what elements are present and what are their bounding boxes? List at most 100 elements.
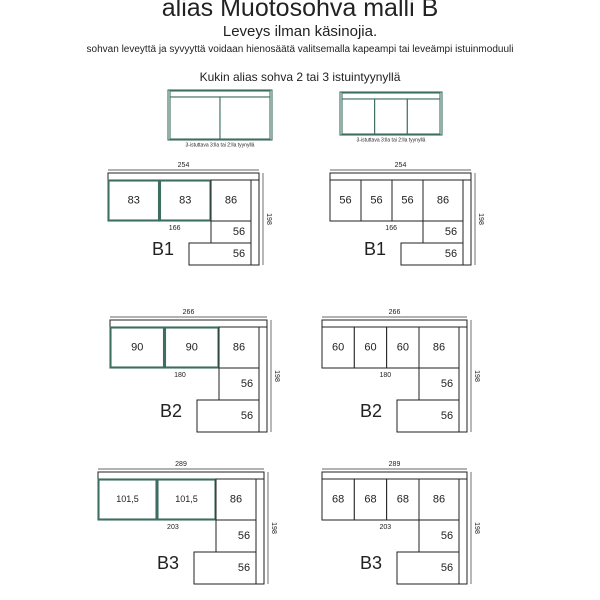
- total-width-label: 254: [178, 162, 190, 169]
- model-label: B1: [364, 239, 386, 259]
- footrest-width-label: 56: [233, 248, 245, 260]
- section-heading: Kukin alias sohva 2 tai 3 istuintyynyllä: [199, 70, 401, 84]
- seat-width-label: 101,5: [116, 494, 139, 504]
- depth-label: 198: [473, 370, 480, 382]
- depth-label: 198: [270, 522, 277, 534]
- corner-module: [218, 326, 260, 369]
- footrest-module: [396, 551, 460, 585]
- seat-module: [386, 478, 420, 521]
- footrest-module: [400, 242, 464, 266]
- seat-width-label: 56: [339, 194, 351, 206]
- chaise-module: [215, 519, 257, 553]
- chaise-width-label: 56: [233, 226, 245, 238]
- page-subtitle: Leveys ilman käsinojia.: [222, 23, 378, 40]
- model-label: B3: [360, 553, 382, 573]
- corner-width-label: 86: [433, 493, 445, 505]
- corner-module: [215, 478, 257, 521]
- seat-width-label: 83: [179, 194, 191, 206]
- backrest: [109, 319, 268, 328]
- seat-cushion: [108, 180, 160, 221]
- corner-width-label: 86: [225, 194, 237, 206]
- total-width-label: 266: [183, 309, 195, 316]
- seat-module: [391, 179, 424, 222]
- backrest: [107, 172, 260, 181]
- footrest-module: [196, 399, 260, 433]
- seat-width-label: 90: [186, 341, 198, 353]
- seat-cushion: [406, 98, 441, 135]
- inner-width-label: 180: [380, 372, 392, 379]
- chaise-width-label: 56: [241, 378, 253, 390]
- corner-width-label: 86: [433, 341, 445, 353]
- chaise-width-label: 56: [445, 226, 457, 238]
- seat-cushion: [164, 327, 219, 368]
- chaise-width-label: 56: [441, 378, 453, 390]
- seat-module: [353, 326, 388, 369]
- seat-width-label: 68: [332, 493, 344, 505]
- sofa-backrest: [341, 92, 441, 100]
- seat-module: [329, 179, 362, 222]
- cushion-option-caption: 3-istuttava 3:lla tai 2:lla tyynyllä: [357, 137, 426, 143]
- cushion-option-caption: 3-istuttava 3:lla tai 2:lla tyynyllä: [186, 142, 255, 148]
- sofa-backrest: [169, 90, 271, 98]
- seat-cushion: [219, 96, 271, 140]
- side-backrest: [255, 478, 265, 585]
- corner-width-label: 86: [233, 341, 245, 353]
- chaise-width-label: 56: [238, 530, 250, 542]
- model-label: B2: [360, 401, 382, 421]
- corner-module: [422, 179, 464, 222]
- seat-width-label: 83: [128, 194, 140, 206]
- chaise-width-label: 56: [441, 530, 453, 542]
- seat-cushion: [157, 479, 216, 520]
- chaise-module: [418, 367, 460, 401]
- seat-cushion: [374, 98, 408, 135]
- cushion-option: 3-istuttava 3:lla tai 2:lla tyynyllä: [167, 89, 273, 148]
- page-title: alias Muotosohva malli B: [161, 0, 439, 22]
- seat-width-label: 60: [397, 341, 409, 353]
- seat-module: [321, 478, 355, 521]
- chaise-module: [218, 367, 260, 401]
- total-width-label: 289: [389, 461, 401, 468]
- footrest-module: [188, 242, 252, 266]
- backrest: [329, 172, 472, 181]
- seat-module: [360, 179, 393, 222]
- side-backrest: [258, 326, 268, 433]
- cushion-options: 3-istuttava 3:lla tai 2:lla tyynyllä 3-is…: [167, 89, 443, 148]
- total-width-label: 254: [395, 162, 407, 169]
- model-label: B1: [152, 239, 174, 259]
- seat-cushion: [169, 96, 221, 140]
- total-width-label: 289: [175, 461, 187, 468]
- total-width-label: 266: [389, 309, 401, 316]
- footrest-module: [396, 399, 460, 433]
- corner-width-label: 86: [230, 493, 242, 505]
- seat-cushion: [159, 180, 211, 221]
- inner-width-label: 166: [169, 225, 181, 232]
- side-backrest: [462, 179, 472, 266]
- footrest-width-label: 56: [441, 562, 453, 574]
- inner-width-label: 180: [174, 372, 186, 379]
- seat-width-label: 68: [364, 493, 376, 505]
- seat-module: [353, 478, 388, 521]
- depth-label: 198: [273, 370, 280, 382]
- page-note: sohvan leveyttä ja syvyyttä voidaan hien…: [86, 44, 514, 55]
- seat-width-label: 101,5: [175, 494, 198, 504]
- backrest: [321, 319, 468, 328]
- seat-width-label: 90: [131, 341, 143, 353]
- depth-label: 198: [265, 213, 272, 225]
- footrest-width-label: 56: [238, 562, 250, 574]
- model-label: B2: [160, 401, 182, 421]
- seat-module: [321, 326, 355, 369]
- footrest-module: [193, 551, 257, 585]
- depth-label: 198: [473, 522, 480, 534]
- seat-module: [386, 326, 420, 369]
- footrest-width-label: 56: [445, 248, 457, 260]
- seat-cushion: [110, 327, 165, 368]
- inner-width-label: 203: [380, 524, 392, 531]
- inner-width-label: 203: [167, 524, 179, 531]
